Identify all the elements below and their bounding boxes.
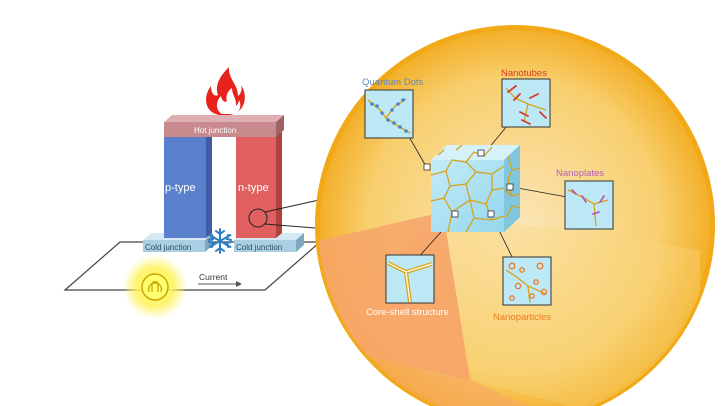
hot-junction-bar [164,115,284,137]
p-type-leg [164,131,212,238]
light-bulb-icon [141,273,169,301]
magnifier-circle [248,208,268,228]
p-type-label: p-type [165,182,196,194]
quantum-dots-label: Quantum Dots [362,77,423,88]
flame-icon [206,67,245,115]
snowflake-icon [208,228,232,254]
nanoparticles-label: Nanoparticles [493,312,551,323]
current-arrowhead [236,281,242,287]
nanoplates-label: Nanoplates [556,168,604,179]
cold-junction-right-label: Cold junction [236,243,282,252]
quantum-dots-inset [364,89,414,139]
n-type-leg [236,131,282,238]
nanoplates-inset [564,180,614,230]
current-label: Current [199,272,228,282]
nanoparticles-inset [502,256,552,306]
nanotubes-inset [501,78,551,128]
n-type-label: n-type [238,182,269,194]
grain-cube [423,144,521,233]
cold-junction-left-label: Cold junction [145,243,191,252]
core-shell-label: Core-shell structure [366,307,449,318]
hot-junction-label: Hot junction [194,126,236,135]
nanotubes-label: Nanotubes [501,68,547,79]
core-shell-inset [385,254,435,304]
